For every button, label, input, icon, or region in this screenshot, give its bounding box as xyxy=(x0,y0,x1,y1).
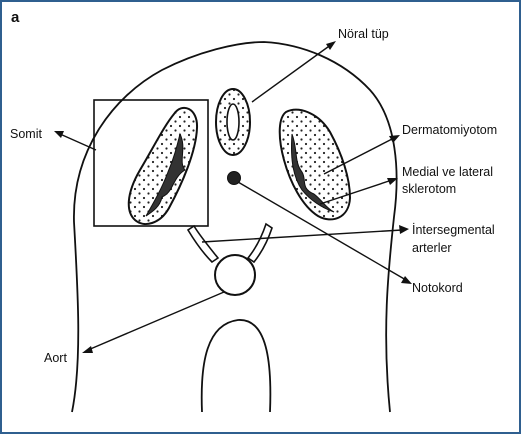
label-notokord: Notokord xyxy=(412,281,463,295)
somite-right xyxy=(280,110,350,220)
leader-aort xyxy=(88,292,224,350)
arrowhead-somit xyxy=(54,131,64,138)
leader-somit xyxy=(60,134,96,150)
label-sklerotom-line1: Medial ve lateral xyxy=(402,165,493,179)
label-intersegmental-line1: İntersegmental xyxy=(412,223,495,237)
aorta xyxy=(215,255,255,295)
somite-left xyxy=(129,108,197,224)
arrowhead-notokord xyxy=(401,276,412,284)
intersegmental-artery-left xyxy=(188,226,218,262)
arrowhead-noral-tup xyxy=(326,41,336,50)
label-somit: Somit xyxy=(10,127,42,141)
panel-label: a xyxy=(11,9,20,26)
arrowhead-aort xyxy=(82,346,93,353)
gut-outline xyxy=(202,320,271,412)
arrowhead-intersegmental xyxy=(399,225,409,234)
label-noral-tup: Nöral tüp xyxy=(338,27,389,41)
leader-noral-tup xyxy=(252,44,332,102)
label-sklerotom-line2: sklerotom xyxy=(402,182,456,196)
label-dermatomiyotom: Dermatomiyotom xyxy=(402,123,497,137)
leader-intersegmental xyxy=(202,230,402,242)
label-aort: Aort xyxy=(44,351,67,365)
intersegmental-artery-right xyxy=(248,224,272,262)
neural-tube xyxy=(216,89,250,155)
label-intersegmental-line2: arterler xyxy=(412,241,452,255)
